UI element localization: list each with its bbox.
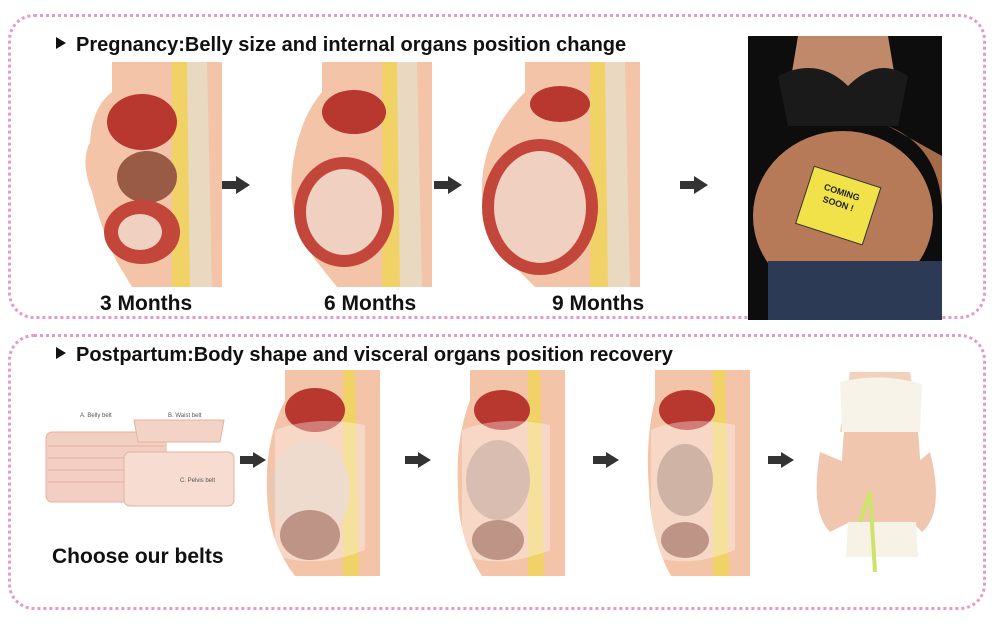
pregnancy-6-months-figure [291,62,432,287]
arrow-right-icon [434,176,462,194]
slim-woman-photo [800,372,950,572]
belt-a-label: A. Belly belt [80,413,112,419]
arrow-right-icon [240,452,266,468]
belt-c-label: C. Pelvis belt [180,478,216,484]
pregnancy-9-months-figure [481,62,640,287]
arrow-right-icon [768,452,794,468]
postpartum-panel [8,334,986,610]
postpartum-heading: Postpartum:Body shape and visceral organ… [56,344,673,367]
postpartum-stage-2-figure [457,370,565,576]
belt-b-label: B. Waist belt [168,413,202,419]
arrow-right-icon [680,176,708,194]
stage-label-6-months: 6 Months [324,292,417,315]
postpartum-stage-3-figure [647,370,750,576]
arrow-right-icon [593,452,619,468]
arrow-right-icon [222,176,250,194]
bullet-triangle-icon [56,347,66,359]
pregnancy-heading: Pregnancy:Belly size and internal organs… [56,34,626,57]
choose-belts-text: Choose our belts [52,545,224,568]
stage-label-3-months: 3 Months [100,292,193,315]
postpartum-stage-1-figure [266,370,380,576]
arrow-right-icon [405,452,431,468]
bullet-triangle-icon [56,37,66,49]
pregnancy-3-months-figure [85,62,222,287]
belts-product-image [45,419,235,507]
pregnant-belly-photo: COMING SOON ! [748,36,942,320]
stage-label-9-months: 9 Months [552,292,645,315]
pregnancy-panel [8,14,986,319]
